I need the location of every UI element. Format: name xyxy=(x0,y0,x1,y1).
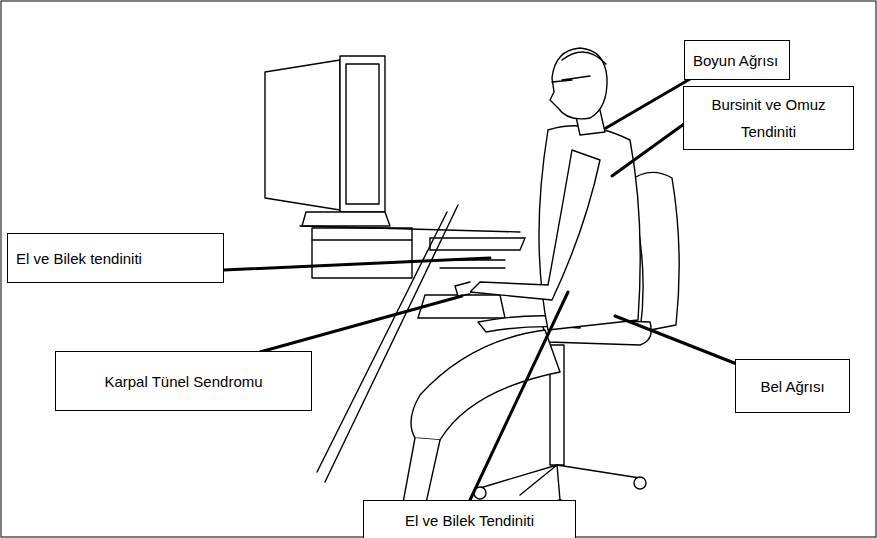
keyboard xyxy=(440,267,505,268)
callout-box: Bel Ağrısı xyxy=(735,359,850,413)
callout-label: El ve Bilek Tendiniti xyxy=(405,507,534,534)
desk-shelf xyxy=(430,238,525,250)
callout-label: Bel Ağrısı xyxy=(760,373,824,400)
leader-line xyxy=(612,124,684,176)
callout-label: El ve Bilek tendiniti xyxy=(16,245,142,272)
callout-box: Boyun Ağrısı xyxy=(684,40,790,80)
person-drawing xyxy=(398,48,640,530)
chair-base xyxy=(480,465,640,500)
computer-case xyxy=(312,228,412,278)
monitor-base xyxy=(302,212,390,226)
monitor-screen xyxy=(346,64,379,204)
monitor-back xyxy=(265,60,340,210)
case-line xyxy=(312,239,412,240)
person-arm xyxy=(470,150,600,300)
leader-line xyxy=(615,316,752,370)
person-hair xyxy=(562,52,606,64)
callout-box: Bursinit ve Omuz Tendiniti xyxy=(683,86,854,150)
leader-line xyxy=(224,258,490,270)
keyboard-tray xyxy=(418,295,505,318)
callout-label: Boyun Ağrısı xyxy=(693,47,778,74)
callout-box: El ve Bilek Tendiniti xyxy=(363,500,576,538)
leader-lines xyxy=(224,79,752,500)
callout-box: El ve Bilek tendiniti xyxy=(7,233,224,283)
chair-caster xyxy=(634,477,646,489)
monitor-front xyxy=(340,56,385,212)
person-hand xyxy=(455,282,470,296)
leader-line xyxy=(606,79,690,128)
desk-top xyxy=(300,226,520,232)
callout-label: Bursinit ve Omuz Tendiniti xyxy=(692,91,845,145)
person-head xyxy=(550,48,607,119)
person-glasses xyxy=(552,76,590,82)
leader-line xyxy=(260,296,462,352)
person-thigh xyxy=(411,330,560,440)
leader-line xyxy=(470,292,568,500)
computer-drawing xyxy=(265,56,412,278)
callout-box: Karpal Tünel Sendromu xyxy=(55,351,312,411)
callout-label: Karpal Tünel Sendromu xyxy=(104,368,262,395)
